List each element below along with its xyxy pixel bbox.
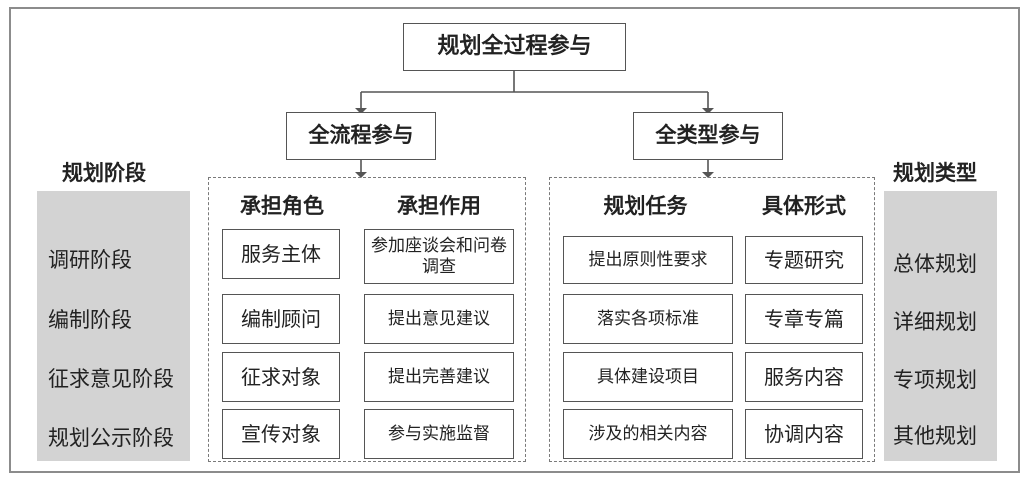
role-cell: 编制顾问 [222,294,340,344]
functions-header: 承担作用 [397,194,481,218]
types-header: 规划类型 [893,161,977,185]
forms-header: 具体形式 [762,194,846,218]
type-item: 详细规划 [893,310,977,334]
form-cell: 专章专篇 [745,294,863,344]
branch-full-type: 全类型参与 [633,112,783,160]
form-cell: 协调内容 [745,409,863,459]
role-cell: 宣传对象 [222,409,340,459]
types-panel [884,191,997,461]
type-item: 专项规划 [893,368,977,392]
category-group [549,177,875,462]
diagram-frame [9,7,1020,473]
process-group [208,177,526,462]
stage-item: 征求意见阶段 [48,367,174,391]
stage-item: 调研阶段 [48,248,132,272]
function-cell: 参与实施监督 [364,409,514,459]
task-cell: 具体建设项目 [563,352,733,402]
stages-panel [37,191,190,461]
function-cell: 参加座谈会和问卷调查 [364,229,514,284]
form-cell: 专题研究 [745,236,863,284]
function-cell: 提出意见建议 [364,294,514,344]
task-cell: 提出原则性要求 [563,236,733,284]
diagram-title: 规划全过程参与 [403,23,626,71]
role-cell: 服务主体 [222,229,340,279]
type-item: 其他规划 [893,424,977,448]
form-cell: 服务内容 [745,352,863,402]
branch-full-process: 全流程参与 [286,112,436,160]
stages-header: 规划阶段 [62,161,146,185]
type-item: 总体规划 [893,252,977,276]
role-cell: 征求对象 [222,352,340,402]
stage-item: 规划公示阶段 [48,426,174,450]
tasks-header: 规划任务 [603,194,688,218]
task-cell: 涉及的相关内容 [563,409,733,459]
task-cell: 落实各项标准 [563,294,733,344]
stage-item: 编制阶段 [48,308,132,332]
roles-header: 承担角色 [240,194,324,218]
function-cell: 提出完善建议 [364,352,514,402]
